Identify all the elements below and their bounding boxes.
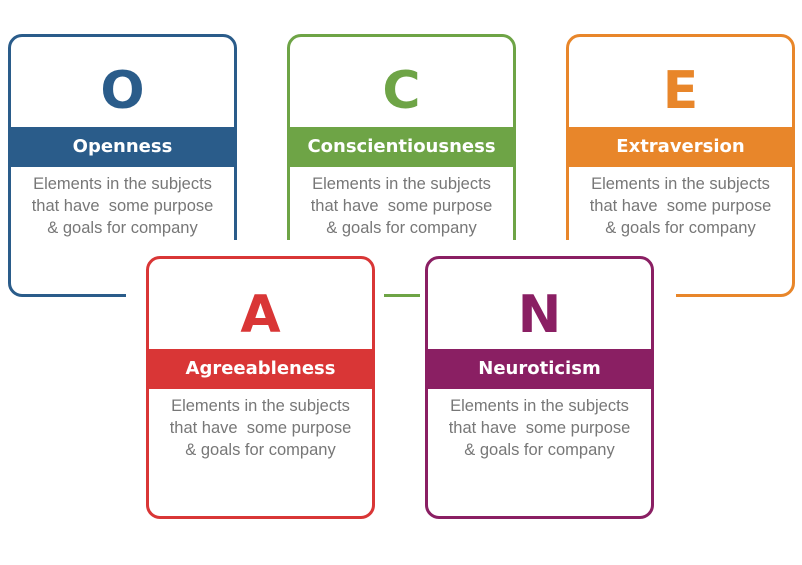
title-band-extraversion: Extraversion — [569, 127, 792, 167]
description-neuroticism: Elements in the subjects that have some … — [428, 395, 651, 461]
description-line: & goals for company — [605, 219, 756, 237]
description-line: & goals for company — [47, 219, 198, 237]
description-line: Elements in the subjects — [171, 397, 350, 415]
description-line: that have some purpose — [589, 197, 772, 215]
description-line: that have some purpose — [31, 197, 214, 215]
letter-c: C — [382, 61, 421, 121]
description-line: & goals for company — [185, 441, 336, 459]
description-extraversion: Elements in the subjects that have some … — [569, 173, 792, 239]
description-conscientiousness: Elements in the subjects that have some … — [290, 173, 513, 239]
description-line: that have some purpose — [448, 419, 631, 437]
letter-n: N — [517, 285, 562, 345]
description-line: & goals for company — [326, 219, 477, 237]
description-line: that have some purpose — [169, 419, 352, 437]
description-line: & goals for company — [464, 441, 615, 459]
title-band-agreeableness: Agreeableness — [149, 349, 372, 389]
card-neuroticism: N Neuroticism Elements in the subjects t… — [425, 256, 654, 519]
letter-a: A — [240, 285, 281, 345]
description-line: Elements in the subjects — [450, 397, 629, 415]
description-agreeableness: Elements in the subjects that have some … — [149, 395, 372, 461]
description-openness: Elements in the subjects that have some … — [11, 173, 234, 239]
letter-e: E — [662, 61, 699, 121]
description-line: Elements in the subjects — [591, 175, 770, 193]
description-line: Elements in the subjects — [33, 175, 212, 193]
description-line: Elements in the subjects — [312, 175, 491, 193]
title-band-neuroticism: Neuroticism — [428, 349, 651, 389]
letter-o: O — [100, 61, 145, 121]
title-band-openness: Openness — [11, 127, 234, 167]
title-band-conscientiousness: Conscientiousness — [290, 127, 513, 167]
connector-line — [384, 294, 420, 297]
description-line: that have some purpose — [310, 197, 493, 215]
card-openness: O Openness Elements in the subjects that… — [8, 34, 237, 297]
card-agreeableness: A Agreeableness Elements in the subjects… — [146, 256, 375, 519]
